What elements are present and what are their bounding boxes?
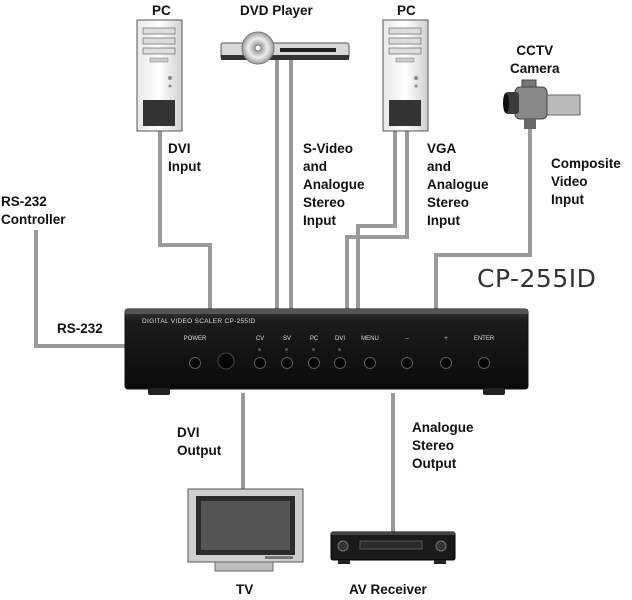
dvi-output-label-line: Output xyxy=(177,443,222,458)
scaler-button xyxy=(478,357,490,369)
scaler-model-label: CP-255ID xyxy=(477,264,597,293)
audio-cable-pc xyxy=(356,130,397,312)
tv-label: TV xyxy=(236,582,254,597)
pc-right-label: PC xyxy=(397,3,416,18)
scaler-button xyxy=(281,357,293,369)
scaler-button xyxy=(440,357,452,369)
scaler-button xyxy=(401,357,413,369)
dvi-input-label-line: Input xyxy=(168,159,201,174)
scaler-button-label: – xyxy=(405,336,409,342)
cables xyxy=(34,58,532,532)
video-scaler-device xyxy=(124,308,529,395)
rs232-controller-label-line: RS-232 xyxy=(1,194,47,209)
cctv-camera-label-line: CCTV xyxy=(516,43,554,58)
svideo-input-label-line: Stereo xyxy=(303,195,346,210)
scaler-led xyxy=(312,348,315,351)
scaler-button-label: + xyxy=(444,336,448,342)
vga-input-label-line: VGA xyxy=(427,141,457,156)
dvi-input-label: DVI Input xyxy=(168,140,201,176)
svideo-input-label-line: Input xyxy=(303,213,336,228)
pc-left-tower xyxy=(136,19,183,132)
svideo-input-label-line: Analogue xyxy=(303,177,365,192)
composite-cable xyxy=(434,126,532,312)
vga-input-label-line: and xyxy=(427,159,452,174)
composite-input-label-line: Composite xyxy=(551,156,621,171)
vga-cable xyxy=(345,130,409,312)
scaler-button-label: SV xyxy=(282,336,291,342)
scaler-button xyxy=(254,357,266,369)
vga-input-label-line: Analogue xyxy=(427,177,489,192)
scaler-button-label: ENTER xyxy=(473,336,495,342)
scaler-button-label: MENU xyxy=(361,336,379,342)
svideo-input-label-line: S-Video xyxy=(303,141,354,156)
dvi-input-cable xyxy=(158,130,212,312)
analogue-output-label-line: Stereo xyxy=(412,438,455,453)
svideo-input-label-line: and xyxy=(303,159,328,174)
scaler-front-title: DIGITAL VIDEO SCALER CP-255ID xyxy=(142,318,256,325)
scaler-button xyxy=(364,357,376,369)
av-receiver-device xyxy=(330,531,456,564)
analogue-output-label: Analogue Stereo Output xyxy=(412,419,474,473)
rs232-controller-label-line: Controller xyxy=(1,212,66,227)
vga-input-label: VGA and Analogue Stereo Input xyxy=(427,140,489,230)
dvi-output-label-line: DVI xyxy=(177,425,200,440)
scaler-button-label: CV xyxy=(255,336,265,342)
composite-input-label-line: Input xyxy=(551,192,584,207)
dvi-output-label: DVI Output xyxy=(177,424,221,460)
vga-input-label-line: Stereo xyxy=(427,195,470,210)
scaler-led xyxy=(338,348,341,351)
cctv-camera-label-line: Camera xyxy=(510,61,560,76)
rs232-connection-label: RS-232 xyxy=(57,321,103,336)
pc-right-tower xyxy=(382,19,429,132)
rs232-cable xyxy=(34,230,127,348)
analogue-output-label-line: Output xyxy=(412,456,457,471)
dvi-input-label-line: DVI xyxy=(168,141,191,156)
composite-input-label-line: Video xyxy=(551,174,588,189)
scaler-button xyxy=(334,357,346,369)
scaler-button xyxy=(189,357,201,369)
svideo-input-label: S-Video and Analogue Stereo Input xyxy=(303,140,365,230)
scaler-button-label: POWER xyxy=(183,336,207,342)
cctv-camera-device xyxy=(503,79,581,129)
scaler-button-label: DVI xyxy=(334,336,345,342)
scaler-button-label: PC xyxy=(309,336,319,342)
scaler-led xyxy=(285,348,288,351)
pc-left-label: PC xyxy=(152,3,171,18)
tv-device xyxy=(187,488,304,572)
dvd-player-device xyxy=(220,31,350,65)
scaler-button xyxy=(308,357,320,369)
av-receiver-label: AV Receiver xyxy=(349,582,427,597)
composite-input-label: Composite Video Input xyxy=(551,155,621,209)
dvd-player-label: DVD Player xyxy=(240,3,313,18)
vga-input-label-line: Input xyxy=(427,213,460,228)
cctv-camera-label: CCTV Camera xyxy=(510,42,560,78)
scaler-led xyxy=(258,348,261,351)
rs232-controller-label: RS-232 Controller xyxy=(1,193,66,229)
analogue-output-label-line: Analogue xyxy=(412,420,474,435)
